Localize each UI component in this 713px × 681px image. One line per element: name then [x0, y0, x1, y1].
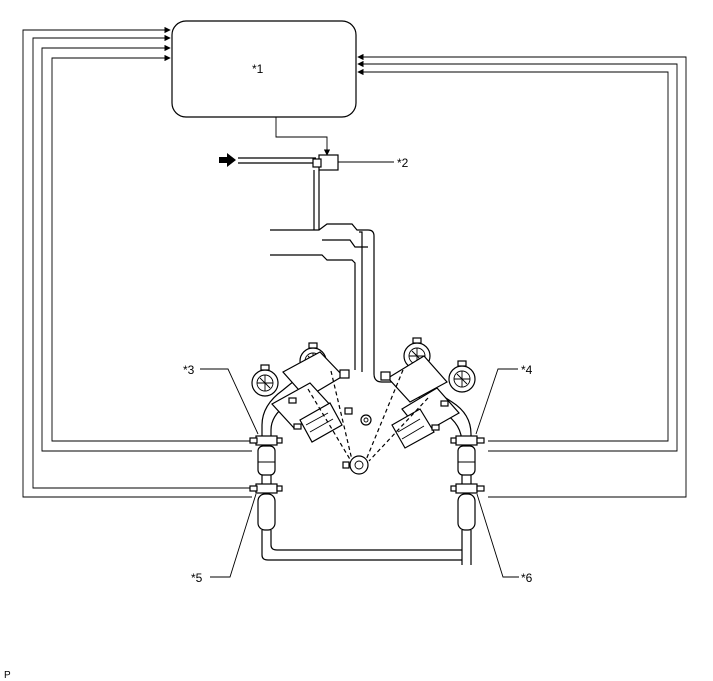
footer-code: P	[4, 670, 11, 681]
callout-line-3	[200, 368, 259, 435]
left-catalyst-1	[257, 445, 276, 476]
sensor-4-label: *4	[521, 363, 533, 377]
callout-line-4	[475, 368, 518, 435]
right-sensor-4	[450, 435, 485, 446]
air-intake-arrow	[219, 153, 316, 167]
sensor-3-label: *3	[183, 363, 195, 377]
callout-line-6	[476, 493, 519, 578]
crankshaft-gear	[342, 455, 369, 475]
air-pump-label: *2	[397, 156, 409, 170]
control-line	[275, 117, 331, 156]
intake-manifold	[270, 223, 392, 383]
right-catalyst-2	[457, 493, 476, 531]
sensor-5-label: *5	[191, 571, 203, 585]
left-catalyst-2	[257, 493, 276, 531]
ecm-box	[171, 20, 357, 118]
left-sensor-5	[249, 483, 283, 494]
sensor-6-label: *6	[521, 571, 533, 585]
valve-stub	[312, 158, 322, 168]
air-pump-valve	[318, 154, 339, 171]
right-sensor-6	[450, 483, 485, 494]
right-engine-bank	[380, 337, 476, 449]
right-signal-wires	[357, 53, 687, 498]
callout-line-5	[210, 493, 257, 578]
left-signal-wires	[22, 26, 252, 498]
left-sensor-3	[249, 435, 283, 446]
right-catalyst-1	[457, 445, 476, 476]
timing-chain-lines	[307, 369, 429, 462]
left-engine-bank	[251, 342, 353, 443]
ecm-label: *1	[252, 62, 264, 76]
